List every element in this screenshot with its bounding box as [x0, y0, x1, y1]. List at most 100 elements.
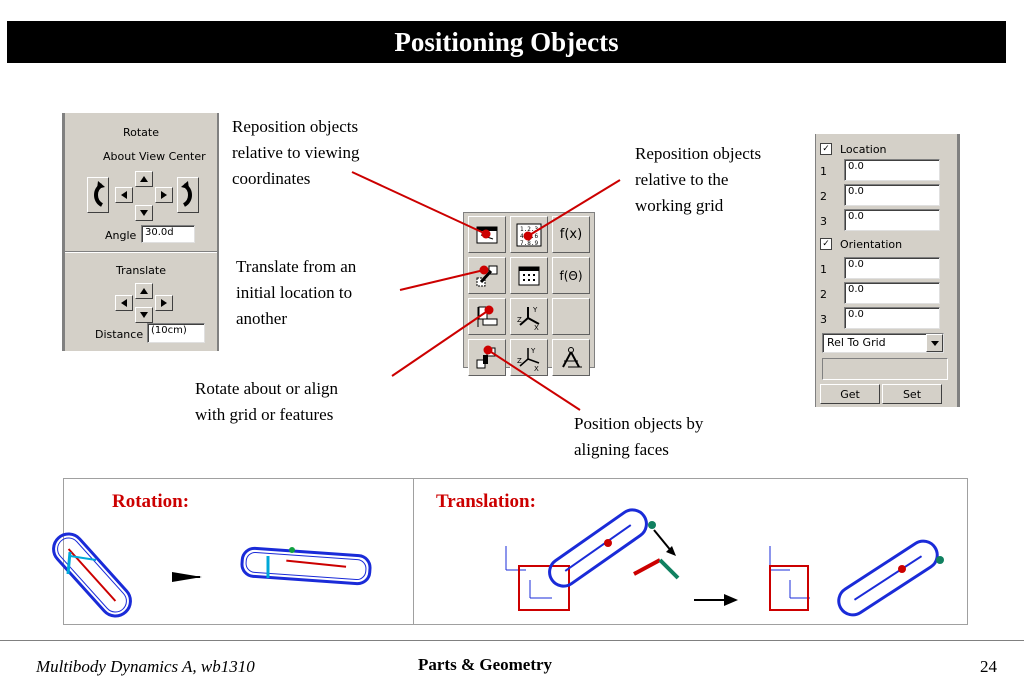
rotate-cw-icon — [181, 181, 192, 207]
ftheta-label: f(Θ) — [559, 268, 583, 283]
compass-button[interactable] — [552, 339, 590, 376]
footer-course: Multibody Dynamics A, wb1310 — [36, 657, 255, 676]
location-index-3: 3 — [820, 215, 827, 228]
annotation-line: another — [236, 309, 287, 328]
translate-button[interactable] — [468, 257, 506, 294]
annotation-line: with grid or features — [195, 405, 334, 424]
move-panel: Rotate About View Center Angle 30.0d Tra… — [62, 113, 219, 351]
annotation-line: Rotate about or align — [195, 379, 339, 398]
dropdown-arrow-button[interactable] — [926, 334, 943, 352]
annotation-faces: Position objects by aligning faces — [574, 411, 703, 463]
footer-divider — [0, 640, 1024, 641]
location-index-1: 1 — [820, 165, 827, 178]
number-grid-icon: 1.2.3 4.5.6 7.8.9 — [516, 223, 542, 247]
arrow-down-icon — [140, 312, 148, 318]
translate-left-button[interactable] — [115, 295, 133, 311]
translate-label: Translate — [116, 264, 166, 277]
svg-text:Z: Z — [517, 316, 522, 324]
rotate-right-button[interactable] — [155, 187, 173, 203]
location-field-1[interactable]: 0.0 — [844, 159, 940, 181]
status-area — [822, 358, 948, 380]
annotation-line: relative to viewing — [232, 143, 360, 162]
annotation-line: aligning faces — [574, 440, 669, 459]
chevron-down-icon — [930, 340, 939, 346]
arrow-up-icon — [140, 176, 148, 182]
reposition-grid-button[interactable]: 1.2.3 4.5.6 7.8.9 — [510, 216, 548, 253]
angle-field[interactable]: 30.0d — [141, 225, 195, 243]
examples-divider — [413, 479, 414, 624]
table-button[interactable] — [510, 257, 548, 294]
rotate-up-button[interactable] — [135, 171, 153, 187]
page-title: Positioning Objects — [7, 21, 1006, 63]
position-toolbar: 1.2.3 4.5.6 7.8.9 f(x) f(Θ) — [463, 212, 595, 376]
reposition-view-button[interactable] — [468, 216, 506, 253]
orientation-index-2: 2 — [820, 288, 827, 301]
arrow-right-icon — [161, 191, 167, 199]
location-checkbox[interactable]: ✓ — [820, 143, 832, 155]
align-icon — [477, 306, 498, 327]
svg-text:4.5.6: 4.5.6 — [520, 233, 538, 240]
view-coordinates-icon — [476, 226, 498, 243]
orientation-field-1[interactable]: 0.0 — [844, 257, 940, 279]
page-number: 24 — [980, 657, 997, 676]
rotation-label: Rotation: — [112, 491, 190, 512]
orientation-field-3[interactable]: 0.0 — [844, 307, 940, 329]
axes-icon: Y Z X — [517, 347, 540, 371]
arrow-right-icon — [161, 299, 167, 307]
distance-label: Distance — [95, 328, 144, 341]
svg-text:Z: Z — [517, 357, 522, 365]
rotate-down-button[interactable] — [135, 205, 153, 221]
annotation-translate: Translate from an initial location to an… — [236, 254, 356, 332]
set-button[interactable]: Set — [882, 384, 942, 404]
rotate-ccw-button[interactable] — [87, 177, 109, 213]
translate-right-button[interactable] — [155, 295, 173, 311]
svg-text:X: X — [534, 324, 539, 330]
arrow-left-icon — [121, 299, 127, 307]
reference-dropdown[interactable]: Rel To Grid — [822, 333, 944, 353]
annotation-grid: Reposition objects relative to the worki… — [635, 141, 761, 219]
compass-icon — [562, 346, 582, 367]
function-x-button[interactable]: f(x) — [552, 216, 590, 253]
orientation-field-2[interactable]: 0.0 — [844, 282, 940, 304]
reference-dropdown-value: Rel To Grid — [827, 336, 886, 349]
rotate-align-button[interactable] — [468, 298, 506, 335]
annotation-line: Translate from an — [236, 257, 357, 276]
location-orientation-panel: ✓ Location 1 0.0 2 0.0 3 0.0 ✓ Orientati… — [815, 134, 960, 407]
arrow-down-icon — [140, 210, 148, 216]
rotate-left-button[interactable] — [115, 187, 133, 203]
orientation-index-1: 1 — [820, 263, 827, 276]
axes-x-button[interactable]: Y Z X — [510, 339, 548, 376]
rotate-ccw-icon — [94, 181, 105, 207]
align-faces-button[interactable] — [468, 339, 506, 376]
angle-label: Angle — [105, 229, 137, 242]
empty-tool-button[interactable] — [552, 298, 590, 335]
annotation-viewing: Reposition objects relative to viewing c… — [232, 114, 359, 192]
translate-arrow-icon — [476, 265, 498, 286]
translate-up-button[interactable] — [135, 283, 153, 299]
function-theta-button[interactable]: f(Θ) — [552, 257, 590, 294]
location-label: Location — [840, 143, 887, 156]
svg-text:X: X — [534, 365, 539, 371]
axes-button[interactable]: Y Z X — [510, 298, 548, 335]
translate-down-button[interactable] — [135, 307, 153, 323]
arrow-left-icon — [121, 191, 127, 199]
annotation-line: Reposition objects — [232, 117, 359, 136]
panel-divider — [65, 251, 217, 253]
arrow-up-icon — [140, 288, 148, 294]
annotation-line: Position objects by — [574, 414, 704, 433]
svg-text:Y: Y — [530, 347, 536, 355]
table-icon — [518, 266, 540, 285]
axes-icon: Y Z X — [517, 306, 540, 330]
location-field-3[interactable]: 0.0 — [844, 209, 940, 231]
annotation-line: Reposition objects — [635, 144, 762, 163]
svg-text:7.8.9: 7.8.9 — [520, 240, 538, 247]
get-button[interactable]: Get — [820, 384, 880, 404]
fx-label: f(x) — [559, 227, 583, 242]
orientation-checkbox[interactable]: ✓ — [820, 238, 832, 250]
examples-frame: Rotation: Translation: — [63, 478, 968, 625]
orientation-label: Orientation — [840, 238, 903, 251]
annotation-line: coordinates — [232, 169, 311, 188]
location-field-2[interactable]: 0.0 — [844, 184, 940, 206]
distance-field[interactable]: (10cm) — [147, 323, 205, 343]
rotate-cw-button[interactable] — [177, 177, 199, 213]
